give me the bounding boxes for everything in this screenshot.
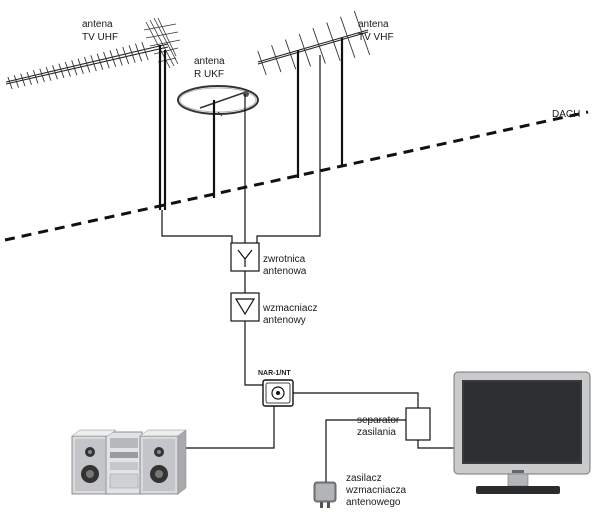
vhf-antenna-label-line1: antena: [358, 19, 389, 30]
antenna-element: [20, 73, 26, 87]
antenna-element: [340, 16, 356, 59]
yagi-vhf-antenna-icon: [257, 10, 371, 76]
amplifier-label-line2: antenowy: [263, 315, 306, 326]
antenna-element: [326, 22, 341, 61]
fm-antenna-label-line1: antena: [194, 56, 225, 67]
antenna-element: [257, 50, 267, 76]
antenna-element: [115, 48, 123, 66]
separator-box: [405, 407, 431, 441]
antenna-element: [103, 51, 110, 69]
antenna-element: [26, 71, 32, 86]
antenna-element: [13, 75, 20, 88]
yagi-uhf-antenna-icon: [5, 17, 181, 90]
antenna-element: [109, 50, 117, 68]
antenna-element: [284, 39, 297, 70]
uhf-antenna-label-line1: antena: [82, 19, 113, 30]
separator-to-tv-cable: [417, 440, 456, 449]
psu-label-line2: wzmacniacza: [345, 485, 406, 496]
vhf-cable: [256, 55, 321, 243]
separator-label-line2: zasilania: [357, 427, 396, 438]
antenna-element: [71, 60, 78, 76]
amplifier-triangle-icon: [230, 292, 260, 322]
antenna-element: [141, 41, 149, 61]
splitter-label-line2: antenowa: [263, 266, 307, 277]
antenna-element: [96, 53, 104, 70]
splitter-label-line1: zwrotnica: [263, 254, 306, 265]
antenna-element: [353, 10, 371, 56]
power-adapter-icon: [313, 481, 337, 508]
roof-label: DACH: [552, 109, 580, 120]
separator-to-psu-cable: [325, 419, 406, 482]
antenna-element: [64, 61, 71, 77]
antenna-element: [271, 45, 282, 73]
socket-to-stereo-cable: [182, 406, 275, 449]
antenna-element: [77, 58, 84, 74]
antenna-element: [45, 66, 52, 81]
antenna-socket-icon[interactable]: [262, 379, 294, 407]
antenna-element: [90, 55, 97, 72]
ring-antenna-icon: [177, 85, 259, 117]
vhf-antenna-label-line2: TV VHF: [358, 32, 394, 43]
fm-antenna-label-line2: R UKF: [194, 69, 224, 80]
psu-label-line1: zasilacz: [346, 473, 382, 484]
uhf-cable: [161, 210, 233, 243]
antenna-element: [32, 70, 39, 84]
psu-label-line3: antenowego: [346, 497, 401, 508]
antenna-element: [312, 27, 326, 64]
amp-to-socket-cable: [244, 321, 265, 386]
flat-tv-icon: [453, 371, 591, 494]
antenna-element: [39, 68, 45, 83]
amplifier-label-line1: wzmacniacz: [262, 303, 317, 314]
socket-to-separator-cable: [293, 392, 419, 408]
roof-line: [4, 110, 589, 242]
antenna-element: [122, 46, 130, 65]
antenna-element: [58, 63, 65, 79]
splitter-symbol-icon: [230, 242, 260, 272]
antenna-element: [84, 56, 91, 73]
antenna-element: [298, 33, 311, 67]
antenna-element: [135, 43, 143, 62]
hifi-stereo-icon: [71, 429, 187, 495]
antenna-element: [128, 45, 136, 63]
uhf-antenna-label-line2: TV UHF: [82, 32, 118, 43]
antenna-element: [52, 65, 58, 80]
antenna-element: [7, 76, 13, 90]
socket-label: NAR-1/NT: [258, 370, 291, 377]
